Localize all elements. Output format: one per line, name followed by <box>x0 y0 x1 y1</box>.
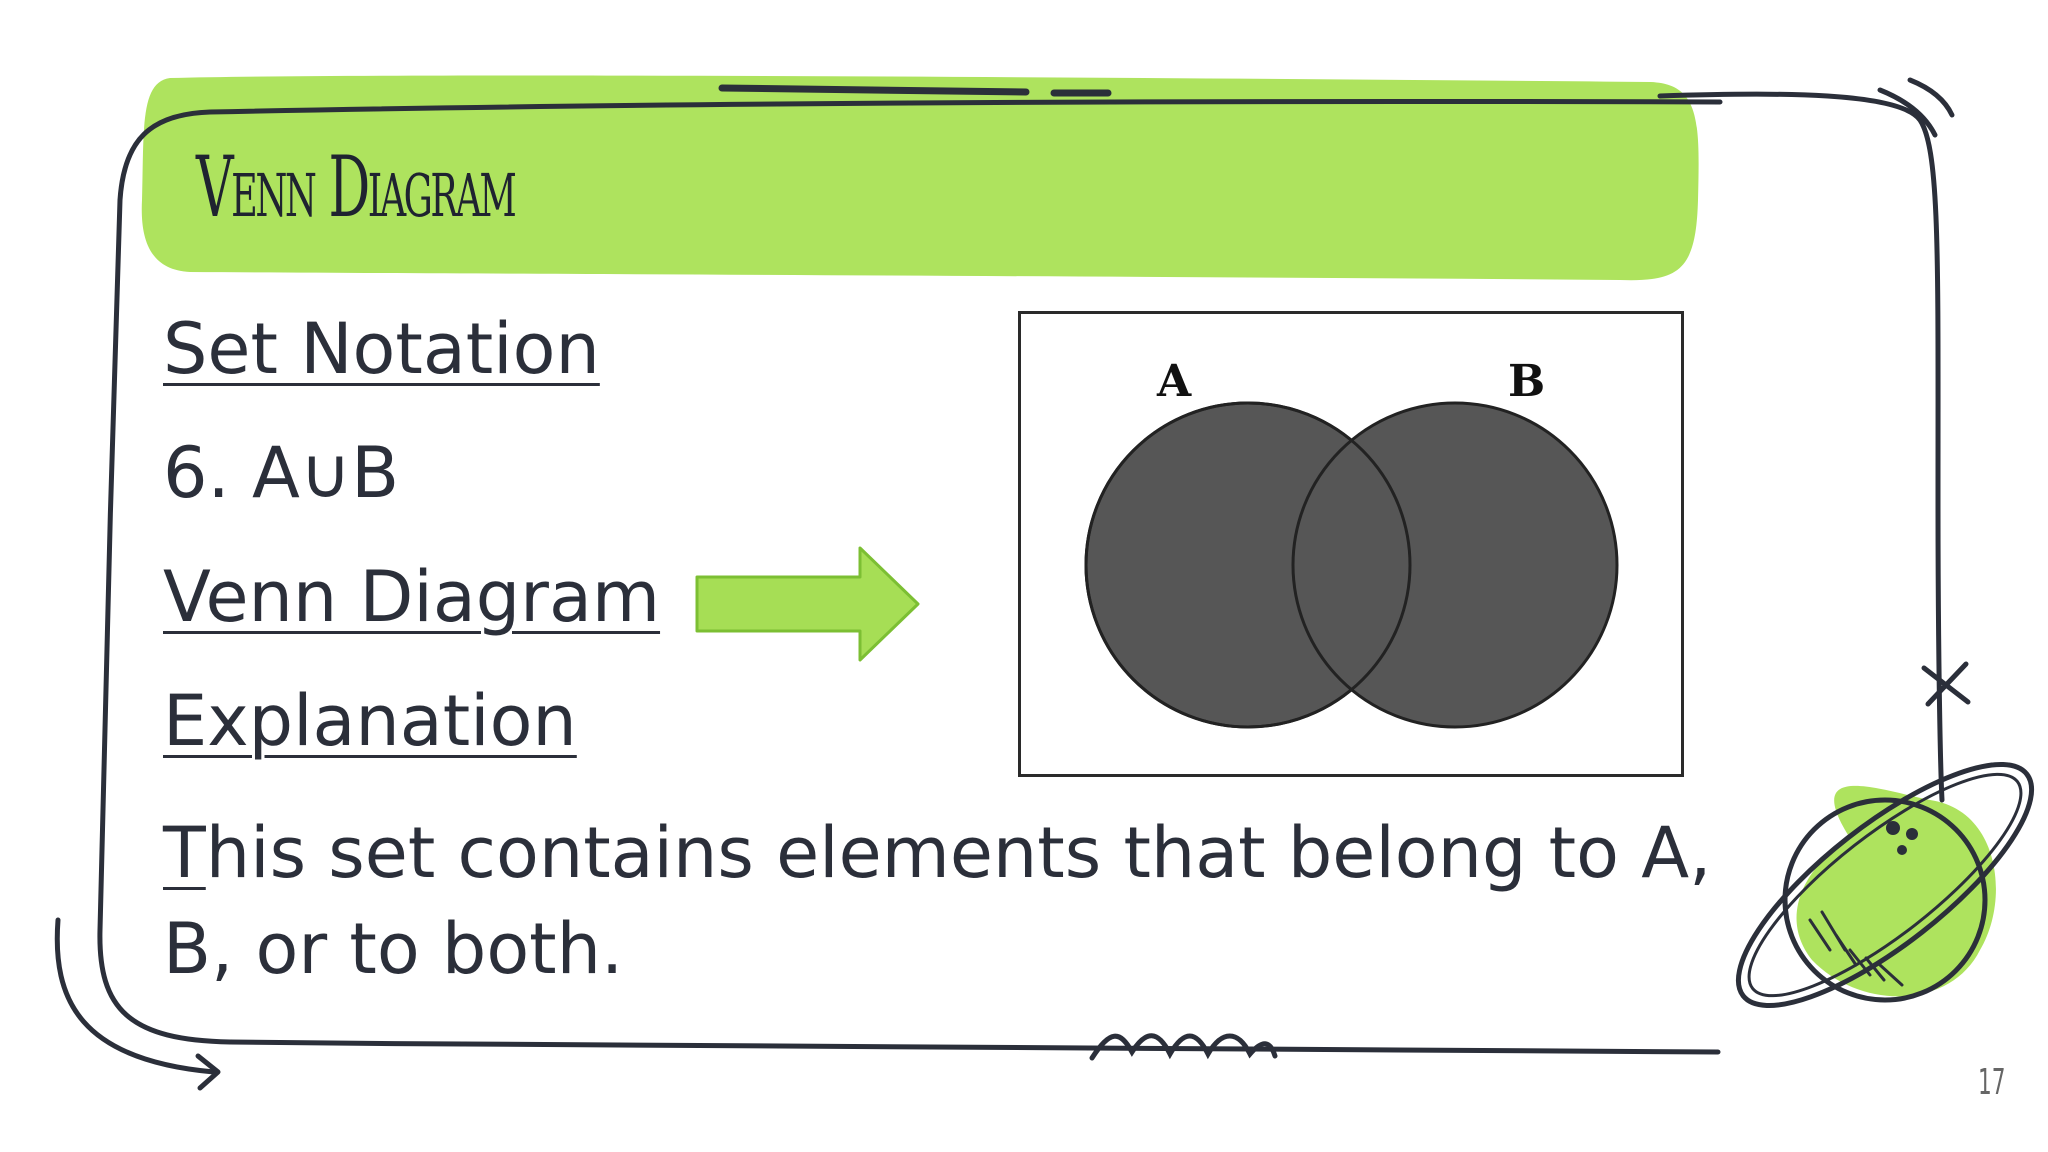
corner-mark <box>1877 87 1938 138</box>
corner-mark <box>1907 77 1955 118</box>
slide-title: Venn Diagram <box>196 138 517 236</box>
explanation-first-letter: T <box>163 812 206 894</box>
doodle-frame <box>97 98 1723 1055</box>
x-mark-doodle <box>1921 661 1971 707</box>
set-a-outline <box>1084 401 1412 729</box>
explanation-heading: Explanation <box>163 680 577 762</box>
set-b-label: B <box>1508 356 1546 407</box>
right-arrow-icon <box>695 546 920 662</box>
explanation-text: This set contains elements that belong t… <box>163 805 1763 997</box>
venn-diagram-heading: Venn Diagram <box>163 556 661 638</box>
set-a-label: A <box>1157 356 1192 407</box>
top-dash-doodle <box>718 84 1030 96</box>
doodle-frame-right <box>1657 91 1945 803</box>
set-b-circle <box>1291 401 1619 729</box>
set-notation-heading: Set Notation <box>163 308 600 390</box>
title-banner <box>141 75 1699 281</box>
arrow-head-doodle <box>195 1053 221 1091</box>
planet-illustration <box>1735 762 2035 1008</box>
curved-arrow-doodle <box>54 917 217 1075</box>
zigzag-doodle <box>1089 1033 1278 1061</box>
page-number: 17 <box>1978 1062 2006 1103</box>
set-expression: 6. A∪B <box>163 432 400 514</box>
explanation-body: his set contains elements that belong to… <box>163 812 1712 990</box>
